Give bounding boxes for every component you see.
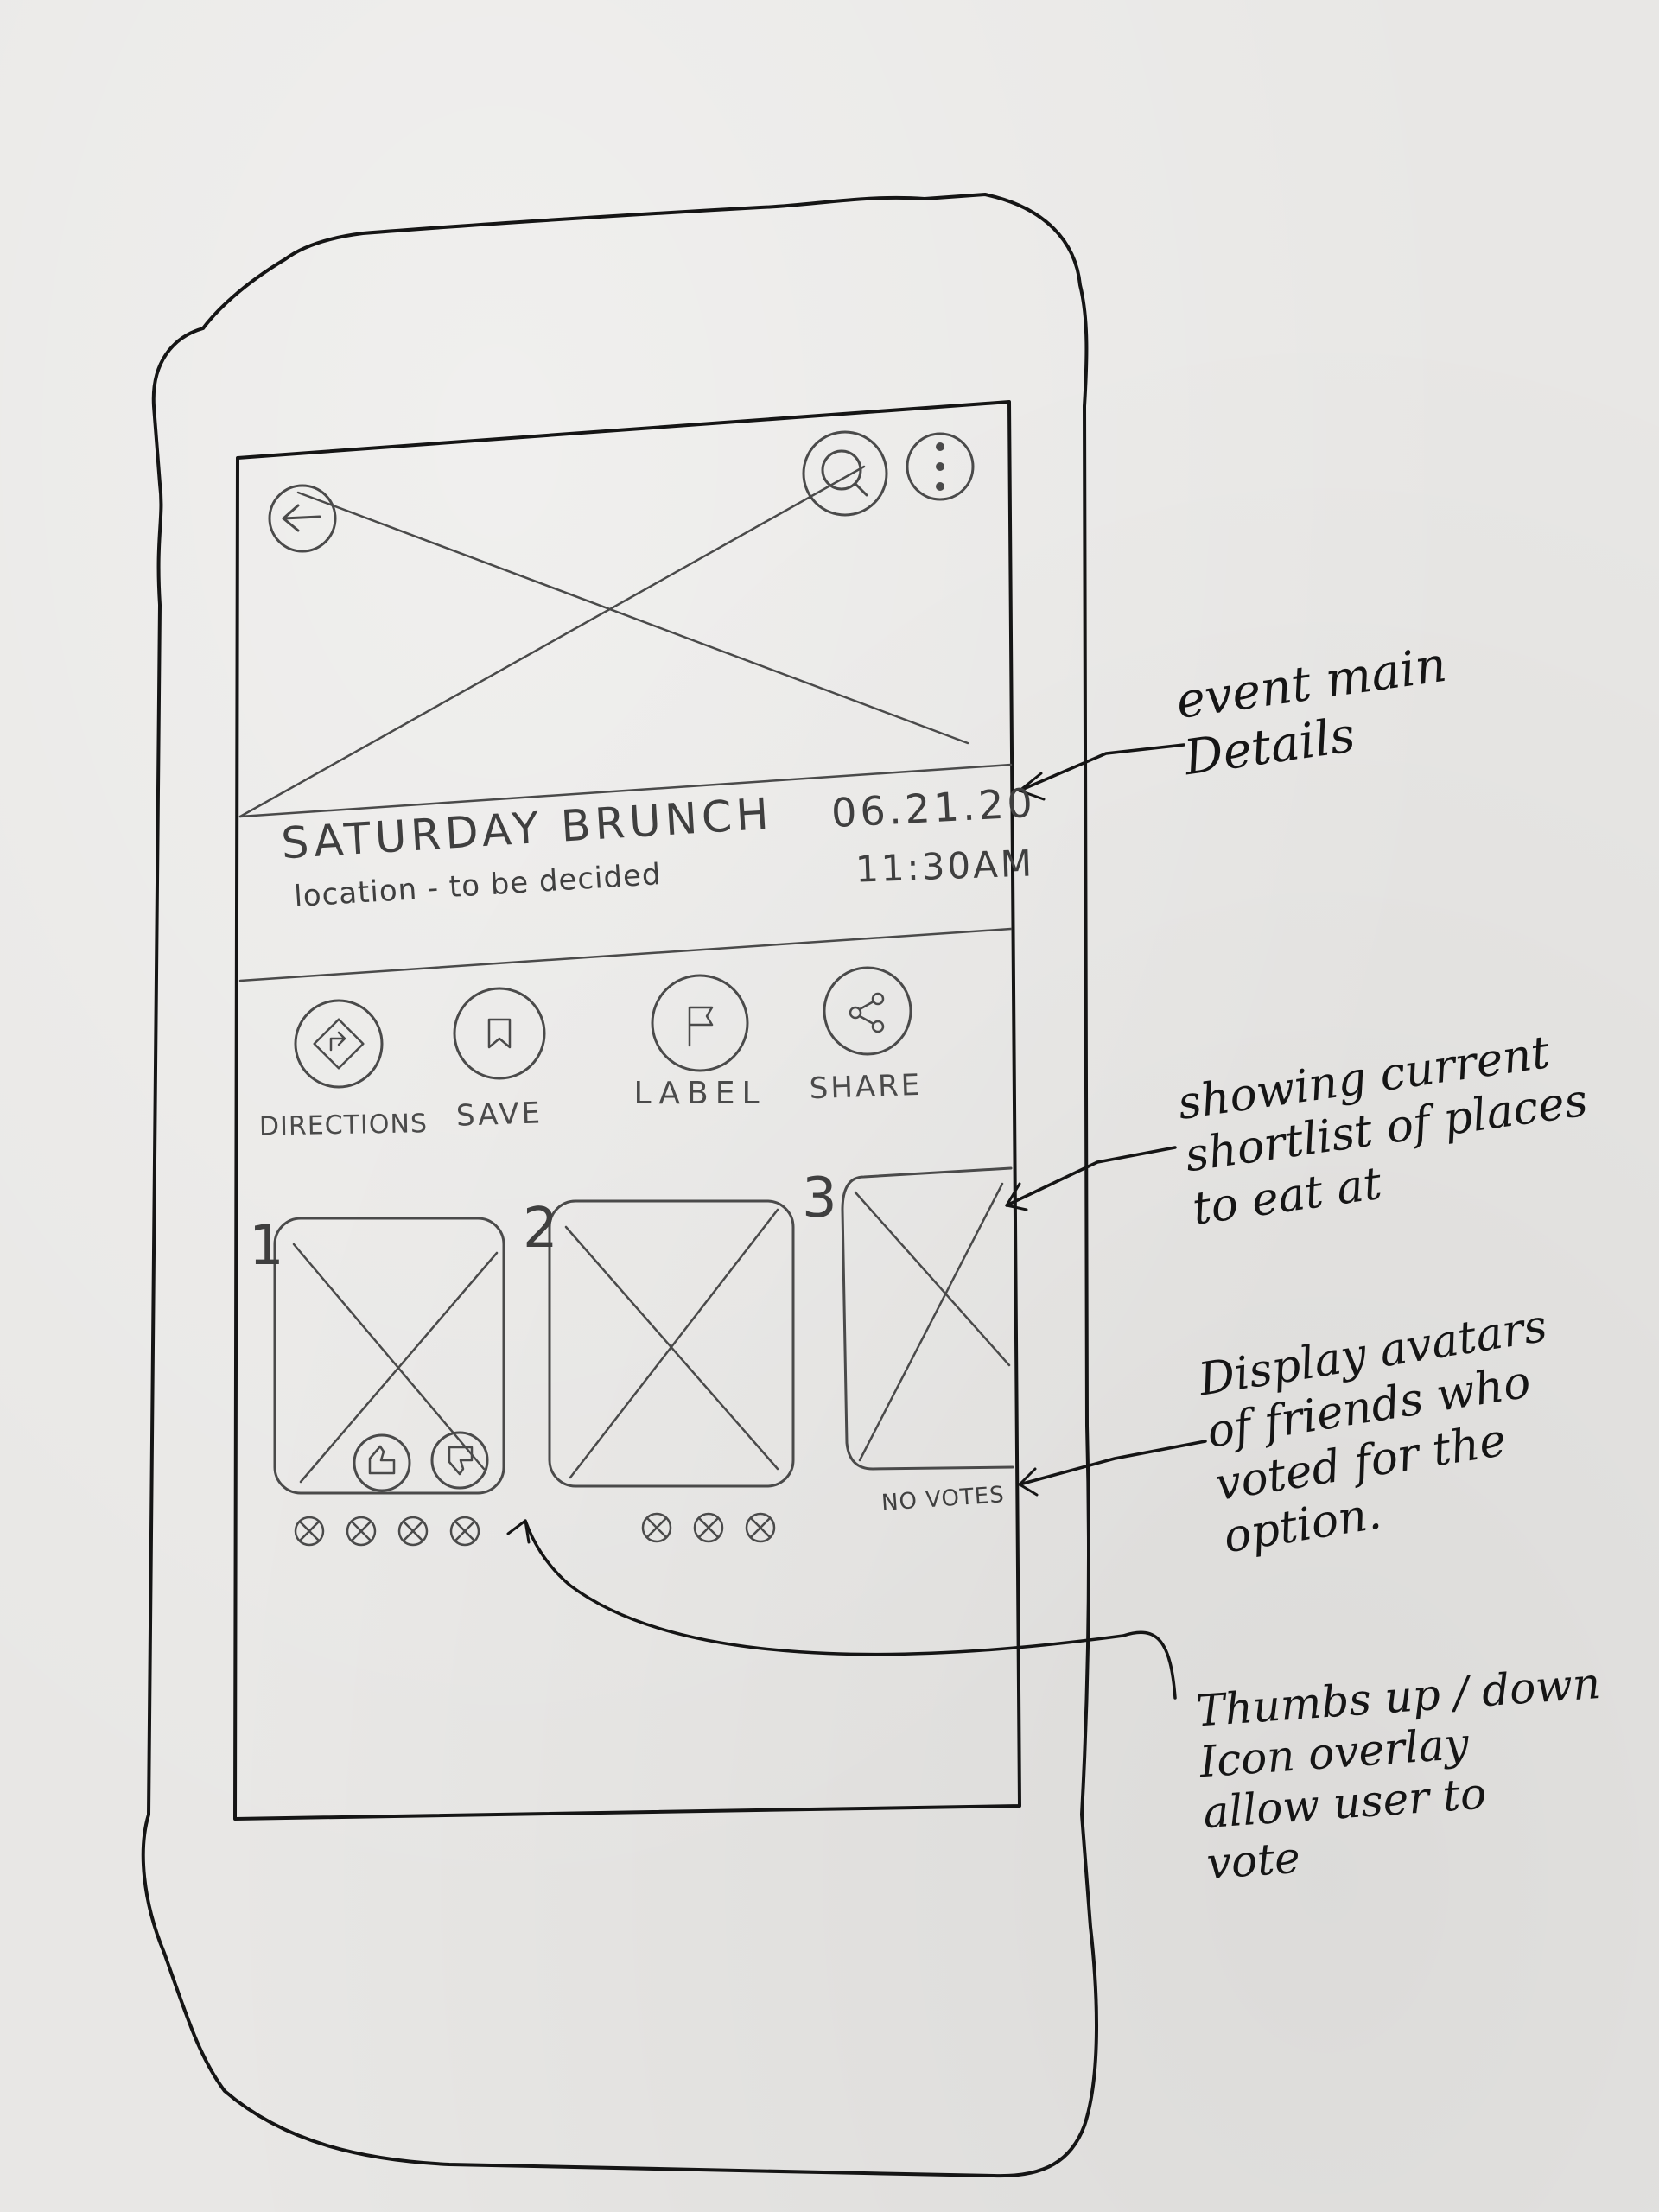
directions-button[interactable] [296, 1001, 382, 1087]
event-time: 11:30AM [855, 842, 1035, 891]
arrow-event-details [1018, 743, 1185, 792]
arrow-avatars [1018, 1440, 1207, 1486]
more-button[interactable] [907, 434, 973, 499]
directions-label: DIRECTIONS [258, 1109, 429, 1142]
arrowhead-voting [506, 1519, 531, 1544]
screen-outline [233, 400, 1021, 1821]
shortlist-card-3-sketch [841, 1166, 1014, 1471]
avatar-group [641, 1512, 776, 1543]
back-button[interactable] [270, 486, 335, 551]
avatar [693, 1512, 724, 1543]
annotation-voting: Thumbs up / down Icon overlay allow user… [1194, 1657, 1602, 1890]
arrow-shortlist [1005, 1146, 1177, 1207]
shortlist-card-1[interactable] [275, 1218, 504, 1493]
phone-outline [141, 193, 1098, 2178]
shortlist-card-1-sketch [273, 1217, 505, 1495]
search-button-sketch [802, 430, 888, 517]
avatar [346, 1516, 377, 1547]
shortlist-card-2-sketch [548, 1199, 795, 1488]
share-label: SHARE [809, 1067, 923, 1107]
voter-avatars-1 [292, 1514, 499, 1548]
save-button[interactable] [454, 988, 544, 1078]
label-label: LABEL [633, 1076, 766, 1111]
thumbs-up-button[interactable] [354, 1435, 410, 1491]
arrowhead-shortlist [1005, 1182, 1028, 1211]
arrow-voting [524, 1519, 1177, 1700]
avatar [397, 1516, 429, 1547]
divider-top [238, 763, 1013, 818]
shortlist-rank-3: 3 [802, 1166, 839, 1230]
share-button-sketch [823, 966, 912, 1056]
back-button-sketch [268, 484, 337, 553]
shortlist-rank-1: 1 [249, 1214, 286, 1278]
shortlist-rank-2: 2 [523, 1197, 560, 1261]
share-button[interactable] [824, 968, 911, 1054]
avatar [745, 1512, 776, 1543]
directions-button-sketch [294, 999, 384, 1089]
label-button[interactable] [652, 976, 747, 1071]
save-button-sketch [453, 987, 546, 1080]
label-button-sketch [651, 974, 749, 1072]
avatar [641, 1512, 672, 1543]
shortlist-card-3[interactable] [842, 1175, 1011, 1469]
avatar [449, 1516, 480, 1547]
more-button-sketch [906, 432, 975, 501]
search-button[interactable] [804, 432, 887, 515]
avatar-group [294, 1516, 480, 1547]
voter-avatars-2 [639, 1510, 795, 1545]
thumbs-down-button[interactable] [432, 1433, 487, 1488]
arrowhead-avatars [1018, 1467, 1039, 1497]
save-label: SAVE [455, 1096, 543, 1134]
avatar [294, 1516, 325, 1547]
hero-image-placeholder [238, 465, 969, 818]
arrowhead-event-details [1018, 772, 1046, 801]
shortlist-card-2[interactable] [550, 1201, 793, 1486]
divider-bottom [238, 927, 1013, 982]
